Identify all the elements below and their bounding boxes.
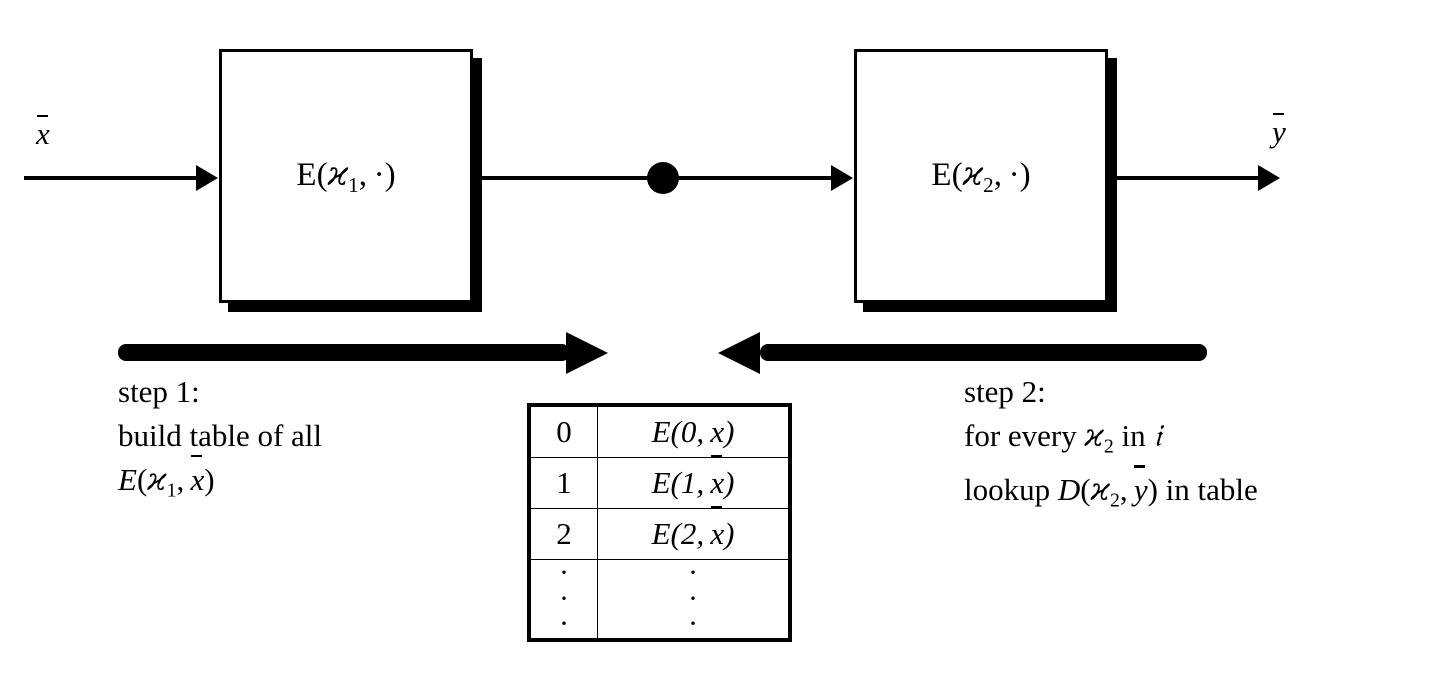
second-encryption-block-label: E(ϰ2, ·) <box>931 153 1031 197</box>
step-1-line-3: E(ϰ1, x) <box>118 454 322 512</box>
step-2-caption: step 2: for every ϰ2 in 𝔦 lookup D(ϰ2, y… <box>964 370 1258 523</box>
first-encryption-block[interactable]: E(ϰ1, ·) <box>219 49 473 303</box>
step-1-line-2: build table of all <box>118 418 323 453</box>
step-2-line-2: for every ϰ2 in 𝔦 <box>964 418 1162 458</box>
output-wire <box>1108 176 1262 180</box>
table-cell-value: E(2, x) <box>597 505 791 560</box>
first-encryption-block-label: E(ϰ1, ·) <box>296 153 396 197</box>
second-encryption-block[interactable]: E(ϰ2, ·) <box>854 49 1108 303</box>
table-cell-key-ellipsis: ··· <box>528 556 598 641</box>
vertical-dots-icon: ··· <box>688 556 698 640</box>
lookup-table[interactable]: 0 E(0, x) 1 E(1, x) 2 E(2, x) ··· <box>527 403 792 642</box>
table-cell-value: E(0, x) <box>597 403 791 458</box>
step-2-arrow-shaft <box>760 344 1207 361</box>
table-cell-value-ellipsis: ··· <box>597 556 791 641</box>
table-row[interactable]: 0 E(0, x) <box>528 403 791 458</box>
output-variable-label: y <box>1272 112 1286 149</box>
step-2-line-1: step 2: <box>964 374 1046 409</box>
step-2-arrowhead-icon <box>718 332 760 374</box>
step-1-caption: step 1: build table of all E(ϰ1, x) <box>118 370 322 512</box>
input-variable-label: x <box>36 114 50 151</box>
vertical-dots-icon: ··· <box>559 556 569 640</box>
step-1-line-1: step 1: <box>118 374 200 409</box>
input-arrowhead-icon <box>196 165 218 191</box>
table-cell-value: E(1, x) <box>597 454 791 509</box>
table-row-ellipsis: ··· ··· <box>528 556 791 641</box>
step-1-arrow-shaft <box>118 344 570 361</box>
table-cell-key: 0 <box>528 404 598 458</box>
table-cell-key: 2 <box>528 508 598 560</box>
lookup-table-body: 0 E(0, x) 1 E(1, x) 2 E(2, x) ··· <box>528 403 791 641</box>
table-row[interactable]: 1 E(1, x) <box>528 454 791 509</box>
step-2-line-3: lookup D(ϰ2, y) in table <box>964 465 1258 522</box>
intermediate-arrowhead-icon <box>831 165 853 191</box>
input-wire <box>24 176 200 180</box>
table-row[interactable]: 2 E(2, x) <box>528 505 791 560</box>
table-cell-key: 1 <box>528 457 598 509</box>
step-1-arrowhead-icon <box>566 332 608 374</box>
intermediate-value-tap-dot-icon <box>647 162 679 194</box>
output-arrowhead-icon <box>1258 165 1280 191</box>
